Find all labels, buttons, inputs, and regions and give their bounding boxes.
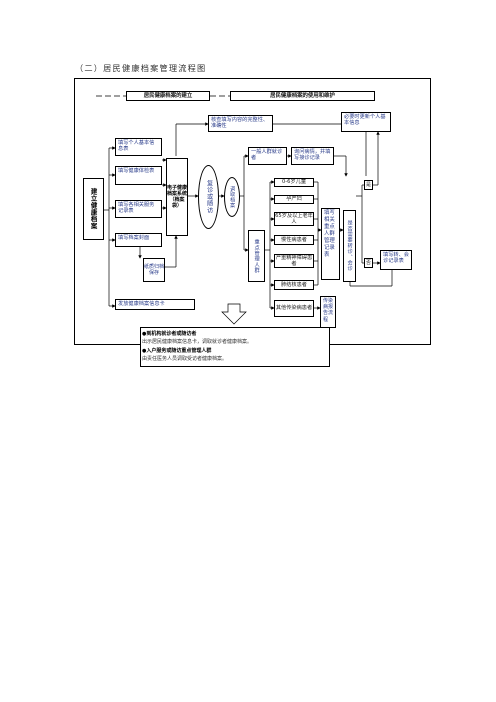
- check-integrity-box: 核查填写内容的完整性、准确性: [208, 115, 273, 132]
- issue-card-box: 发放健康档案信息卡: [115, 299, 195, 310]
- fill-related-record-box: 填写相关重点人群管理记录表: [321, 208, 340, 280]
- personal-info-box: 填写个人基本信息表: [115, 138, 162, 156]
- notes-box: [140, 327, 330, 367]
- review-followup-oval: 复诊或随访: [198, 165, 219, 229]
- group-mental-box: 严重精神障碍患者: [274, 254, 314, 268]
- yes-label-box: 是: [364, 180, 373, 190]
- paper-archive-box: 纸质归档保存: [143, 258, 165, 282]
- group-children-box: 0-6岁儿童: [274, 178, 314, 187]
- header-establish-box: 居民健康档案的建立: [126, 91, 210, 101]
- ehr-system-box: 电子健康档案系统（档案袋）: [166, 158, 188, 236]
- group-chronic-box: 慢性病患者: [274, 235, 314, 245]
- referral-record-box: 填写转、会诊记录表: [380, 250, 412, 270]
- infect-report-box: 传染病报告流程: [320, 296, 336, 328]
- group-elderly-box: 65岁及以上老年人: [274, 212, 314, 226]
- group-tb-box: 肺结核患者: [274, 280, 314, 290]
- update-info-box: 必要时更新个人基本信息: [341, 112, 391, 132]
- key-management-box: 重点管理人群: [248, 230, 265, 282]
- service-record-box: 填写各相关服务记录表: [115, 200, 162, 218]
- no-label-box: 否: [364, 258, 373, 268]
- page-title: （二）居民健康档案管理流程图: [75, 63, 207, 73]
- retrieve-archive-oval: 调取档案: [224, 177, 240, 217]
- inquiry-record-box: 询问病情，并填写接诊记录: [291, 147, 334, 165]
- group-other-infect-box: 其他传染病患者: [274, 300, 314, 317]
- header-use-box: 居民健康档案的使用和维护: [230, 91, 375, 101]
- note-heading-visit: ●到机构就诊者或随访者: [142, 331, 197, 337]
- cover-box: 填写档案封面: [115, 233, 162, 247]
- referral-decision-box: 是否需要转诊、会诊: [343, 210, 356, 282]
- note-text-visit: 出示居民健康档案信息卡，调取就诊者健康档案。: [142, 339, 253, 345]
- note-text-home: 由责任医务人员调取受访者健康档案。: [142, 356, 228, 362]
- note-heading-home: ●入户服务或随访重点管理人群: [142, 348, 212, 354]
- establish-archive-box: 建立健康档案: [83, 178, 104, 240]
- general-population-box: 一般人群就诊者: [248, 147, 287, 165]
- group-pregnant-box: 孕产妇: [274, 195, 314, 204]
- health-exam-box: 填写健康体检表: [115, 166, 162, 185]
